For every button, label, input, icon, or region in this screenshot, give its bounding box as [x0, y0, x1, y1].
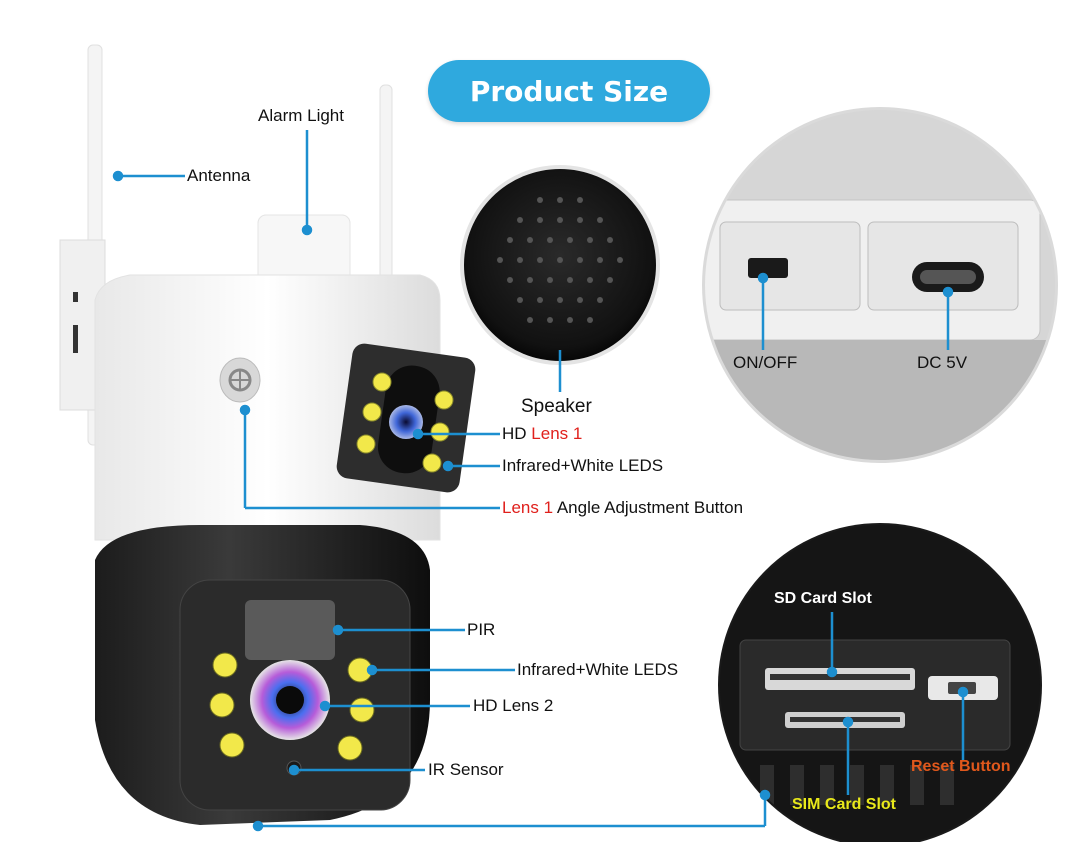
label-angle-button: Angle Adjustment Button: [556, 498, 744, 517]
camera-lower-dome: [95, 525, 430, 825]
label-antenna: Antenna: [187, 166, 251, 185]
label-hd-lens-1: HD Lens 1: [502, 424, 582, 444]
label-lens-1-angle: Lens 1 Angle Adjustment Button: [502, 498, 743, 518]
card-slot-closeup: [718, 523, 1042, 842]
label-sim-card-slot: SIM Card Slot: [792, 796, 897, 813]
label-pir: PIR: [467, 620, 496, 639]
title-badge: Product Size: [428, 60, 710, 122]
callout-lines: [112, 130, 969, 832]
label-on-off: ON/OFF: [733, 353, 798, 372]
lens-1-module: [336, 343, 476, 493]
label-hd-lens-2: HD Lens 2: [473, 696, 554, 715]
power-port-closeup: [702, 107, 1058, 463]
speaker-closeup: [460, 165, 660, 365]
label-alarm-light: Alarm Light: [258, 106, 344, 125]
label-lens-1-red: Lens 1: [531, 424, 583, 443]
label-infrared-leds-1: Infrared+White LEDS: [502, 456, 664, 475]
label-lens-1-angle-red: Lens 1: [502, 498, 554, 517]
label-ir-sensor: IR Sensor: [428, 760, 504, 779]
label-hd-prefix: HD: [502, 424, 527, 443]
label-infrared-leds-2: Infrared+White LEDS: [517, 660, 679, 679]
title-text: Product Size: [469, 74, 669, 108]
label-sd-card-slot: SD Card Slot: [774, 590, 872, 607]
label-speaker: Speaker: [521, 396, 592, 417]
label-reset-button: Reset Button: [911, 758, 1011, 775]
label-dc-5v: DC 5V: [917, 353, 968, 372]
